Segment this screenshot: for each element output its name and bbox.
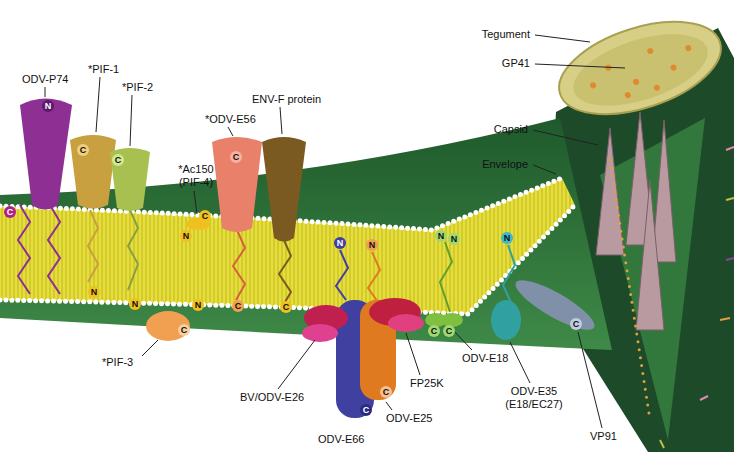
terminus-marker: N	[88, 286, 100, 298]
terminus-marker: C	[360, 404, 372, 416]
protein-label: GP41	[502, 57, 530, 70]
terminus-marker: C	[230, 151, 242, 163]
protein-label: ODV-E18	[462, 352, 508, 365]
terminus-marker: N	[366, 239, 378, 251]
tegument-dots	[610, 160, 650, 420]
terminus-marker: N	[42, 100, 54, 112]
terminus-marker: N	[435, 230, 447, 242]
protein-label: *PIF-2	[122, 81, 153, 94]
protein-label: BV/ODV-E26	[240, 391, 304, 404]
terminus-marker: N	[501, 232, 513, 244]
transmembrane-helices	[18, 205, 515, 312]
protein-label: *ODV-E56	[205, 113, 256, 126]
protein-label: Capsid	[494, 123, 528, 136]
protein-label: ENV-F protein	[252, 93, 321, 106]
protein-label: FP25K	[410, 377, 444, 390]
terminus-marker: C	[428, 325, 440, 337]
envelope-proteins	[20, 99, 600, 419]
terminus-marker: C	[380, 386, 392, 398]
terminus-marker: C	[232, 300, 244, 312]
protein-label: *PIF-3	[102, 356, 133, 369]
terminus-marker: N	[334, 237, 346, 249]
terminus-marker: N	[129, 298, 141, 310]
terminus-marker: C	[178, 324, 190, 336]
terminus-marker: C	[112, 154, 124, 166]
capsid-cones	[596, 112, 676, 330]
protein-label: Envelope	[482, 158, 528, 171]
leader-lines	[45, 35, 625, 428]
terminus-marker: C	[443, 325, 455, 337]
protein-label: VP91	[590, 430, 617, 443]
envelope-sheet	[0, 118, 612, 350]
protein-label: ODV-E35 (E18/EC27)	[486, 385, 582, 411]
tegument-oval	[548, 4, 732, 132]
terminus-marker: N	[448, 233, 460, 245]
virion-cutaway	[600, 118, 705, 440]
protein-label: ODV-E25	[386, 412, 432, 425]
protein-label: *PIF-1	[88, 63, 119, 76]
terminus-marker: N	[192, 299, 204, 311]
terminus-marker: C	[77, 144, 89, 156]
terminus-marker: C	[199, 210, 211, 222]
terminus-marker: C	[4, 206, 16, 218]
terminus-marker: C	[280, 301, 292, 313]
protein-label: Tegument	[482, 28, 530, 41]
envelope-spikes	[660, 147, 734, 448]
terminus-marker: N	[180, 230, 192, 242]
protein-label: *Ac150 (PIF-4)	[168, 163, 224, 189]
protein-label: ODV-P74	[22, 73, 68, 86]
protein-label: ODV-E66	[318, 433, 364, 446]
terminus-marker: C	[570, 318, 582, 330]
